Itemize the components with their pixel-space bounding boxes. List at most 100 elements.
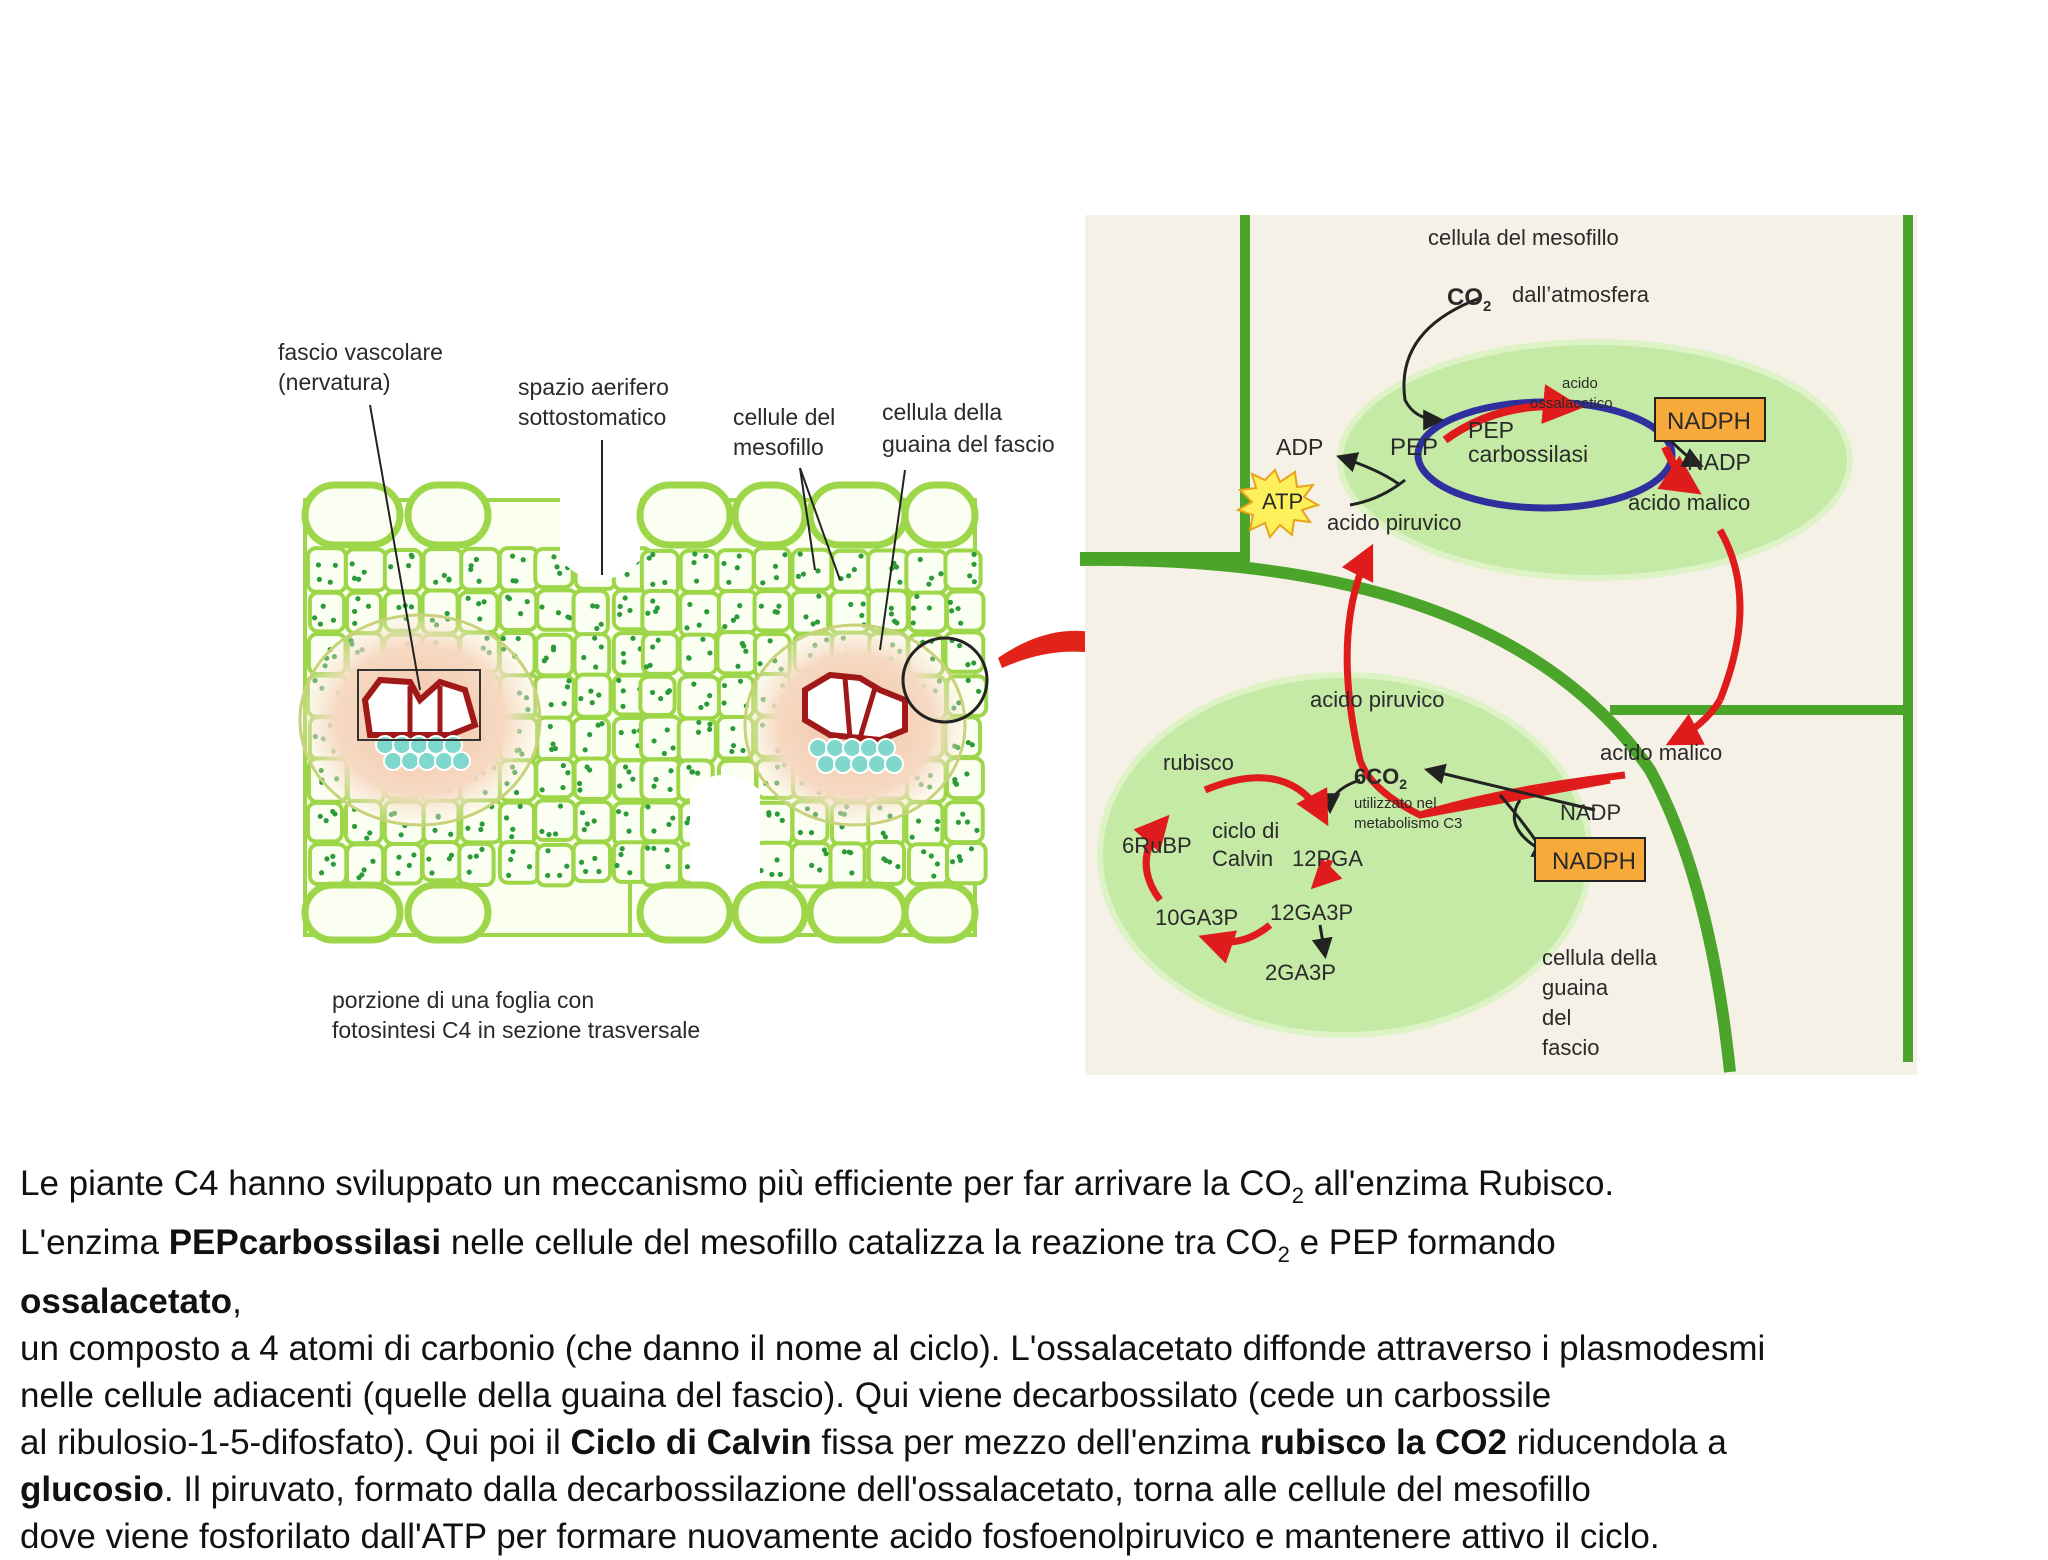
- chloroplast-dot: [934, 861, 941, 867]
- chloroplast-dot: [721, 682, 728, 689]
- chloroplast-dot: [666, 688, 673, 694]
- epidermal-cell: [301, 481, 404, 549]
- chloroplast-dot: [934, 826, 940, 832]
- chloroplast-dot: [581, 654, 587, 661]
- phloem-cell: [850, 754, 870, 774]
- chloroplast-dot: [564, 684, 571, 690]
- chloroplast-dot: [643, 664, 650, 670]
- paragraph-line-6: al ribulosio-1-5-difosfato). Qui poi il …: [20, 1423, 1727, 1462]
- chloroplast-dot: [598, 644, 604, 650]
- chloroplast-dot: [513, 578, 519, 584]
- chloroplast-dot: [623, 811, 629, 817]
- chloroplast-dot: [971, 579, 977, 585]
- chloroplast-dot: [622, 764, 629, 770]
- chloroplast-dot: [517, 611, 524, 617]
- chloroplast-dot: [557, 872, 563, 878]
- chloroplast-dot: [649, 689, 656, 696]
- chloroplast-dot: [964, 771, 970, 777]
- chloroplast-dot: [517, 803, 523, 810]
- chloroplast-dot: [664, 727, 670, 733]
- chloroplast-dot: [808, 830, 815, 836]
- label-atp: ATP: [1262, 489, 1303, 514]
- chloroplast-dot: [969, 742, 975, 748]
- chloroplast-dot: [776, 603, 782, 609]
- epidermal-cell: [901, 481, 979, 549]
- chloroplast-dot: [548, 702, 554, 708]
- chloroplast-dot: [851, 566, 857, 573]
- paragraph-line-4: un composto a 4 atomi di carbonio (che d…: [20, 1329, 1766, 1368]
- chloroplast-dot: [395, 870, 401, 876]
- chloroplast-dot: [956, 854, 962, 860]
- chloroplast-dot: [779, 817, 785, 823]
- chloroplast-dot: [555, 610, 562, 616]
- chloroplast-dot: [557, 803, 564, 809]
- chloroplast-dot: [473, 853, 479, 859]
- chloroplast-dot: [729, 748, 735, 755]
- mesophyll-cell: [790, 589, 831, 636]
- chloroplast-dot: [741, 643, 747, 649]
- chloroplast-dot: [524, 599, 530, 605]
- chloroplast-dot: [823, 851, 829, 857]
- label-12ga3p: 12GA3P: [1270, 900, 1353, 925]
- chloroplast-dot: [503, 815, 510, 821]
- chloroplast-dot: [949, 859, 956, 865]
- chloroplast-dot: [655, 637, 661, 643]
- chloroplast-dot: [650, 581, 656, 587]
- chloroplast-dot: [704, 609, 710, 615]
- chloroplast-dot: [968, 846, 975, 852]
- chloroplast-dot: [965, 739, 971, 746]
- chloroplast-dot: [330, 808, 336, 815]
- chloroplast-dot: [617, 783, 623, 789]
- mesophyll-cell: [715, 548, 756, 594]
- chloroplast-dot: [356, 576, 362, 582]
- chloroplast-dot: [510, 848, 516, 855]
- chloroplast-dot: [955, 819, 962, 825]
- chloroplast-dot: [446, 577, 452, 583]
- chloroplast-dot: [891, 618, 898, 624]
- nadp-bottom: NADP: [1560, 800, 1621, 825]
- chloroplast-dot: [921, 849, 927, 855]
- chloroplast-dot: [955, 605, 961, 612]
- chloroplast-dot: [910, 620, 916, 626]
- phloem-cell: [417, 751, 437, 771]
- chloroplast-dot: [965, 662, 971, 668]
- label-mesophyll-cells: cellule del mesofillo: [733, 404, 842, 460]
- chloroplast-dot: [971, 561, 977, 567]
- chloroplast-dot: [473, 556, 480, 563]
- chloroplast-dot: [409, 554, 415, 560]
- paragraph-line-7: glucosio. Il piruvato, formato dalla dec…: [20, 1470, 1591, 1509]
- chloroplast-dot: [622, 595, 628, 601]
- chloroplast-dot: [661, 750, 667, 757]
- label-pyruvic-top: acido piruvico: [1327, 510, 1462, 535]
- chloroplast-dot: [684, 864, 691, 870]
- chloroplast-dot: [508, 856, 514, 863]
- chloroplast-dot: [506, 872, 512, 878]
- chloroplast-dot: [576, 780, 583, 787]
- chloroplast-dot: [618, 730, 624, 736]
- chloroplast-dot: [730, 742, 737, 749]
- nadph-bottom-box: [1534, 837, 1646, 882]
- label-sheath-cell-right: cellula della guaina del fascio: [1542, 945, 1663, 1060]
- mesophyll-cell: [639, 757, 683, 803]
- chloroplast-dot: [816, 593, 822, 599]
- chloroplast-dot: [665, 863, 671, 870]
- chloroplast-dot: [965, 677, 971, 683]
- chloroplast-dot: [760, 580, 766, 586]
- phloem-cell: [867, 754, 887, 774]
- chloroplast-dot: [772, 563, 779, 569]
- chloroplast-dot: [465, 595, 471, 601]
- label-pyruvic-bottom: acido piruvico: [1310, 687, 1445, 712]
- chloroplast-dot: [846, 573, 852, 579]
- label-6co2: 6CO2: [1354, 764, 1407, 792]
- chloroplast-dot: [614, 862, 620, 869]
- chloroplast-dot: [596, 868, 602, 875]
- phloem-cell: [816, 754, 836, 774]
- chloroplast-dot: [653, 776, 659, 782]
- mesophyll-cell: [343, 547, 388, 593]
- chloroplast-dot: [947, 599, 953, 606]
- chloroplast-dot: [726, 579, 732, 585]
- chloroplast-dot: [662, 579, 668, 586]
- chloroplast-dot: [952, 776, 958, 783]
- atp-burst: [1235, 468, 1321, 539]
- zoom-circle: [901, 636, 989, 724]
